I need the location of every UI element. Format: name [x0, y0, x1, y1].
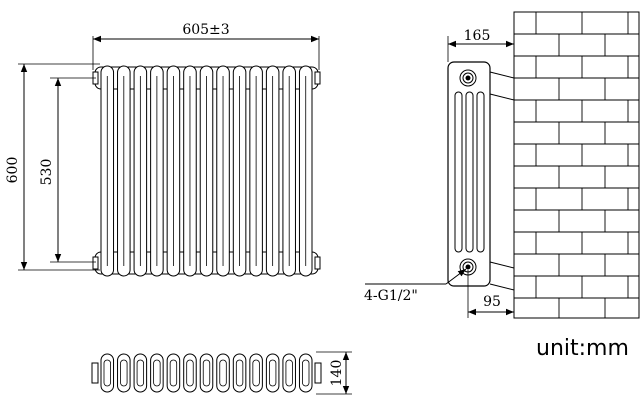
bottom-depth-dimension: 140	[329, 360, 345, 387]
top-view-loop-inner	[285, 359, 293, 387]
brick-wall	[513, 11, 640, 319]
top-port-inner	[462, 72, 474, 84]
top-view-left-plug	[91, 362, 99, 384]
left-bottom-plug	[92, 256, 99, 270]
top-view-loop-inner	[252, 359, 260, 387]
right-top-plug	[314, 71, 321, 85]
top-view-loop-inner	[186, 359, 194, 387]
front-columns	[92, 65, 321, 277]
top-bracket	[489, 71, 515, 101]
side-tube-1	[454, 91, 463, 253]
radiator-side-body	[447, 61, 491, 287]
top-port-outer	[459, 69, 477, 87]
top-view-loop-inner	[302, 359, 310, 387]
side-tube-3	[476, 91, 485, 253]
bottom-bracket	[489, 261, 515, 291]
top-view-loop-inner	[153, 359, 161, 387]
top-port-center	[465, 75, 471, 81]
top-view-loop-inner	[136, 359, 145, 387]
top-view-loop-inner	[120, 359, 128, 387]
top-view-loop-inner	[103, 359, 111, 387]
top-view-loop-inner	[235, 359, 244, 387]
top-view-loop-inner	[169, 359, 178, 387]
height-dimension: 600	[5, 157, 21, 184]
unit-label: unit:mm	[536, 336, 629, 361]
bottom-port-center	[465, 264, 471, 270]
connection-leader-arrow	[445, 268, 467, 285]
top-view-loop-inner	[202, 359, 211, 387]
top-loops	[91, 353, 322, 393]
depth-dimension: 165	[464, 28, 491, 44]
connection-label: 4-G1/2"	[364, 288, 418, 304]
right-bottom-plug	[314, 256, 321, 270]
side-tube-2	[465, 91, 474, 253]
front-view: 605±3 600 530	[5, 22, 321, 277]
top-view-right-plug	[314, 362, 322, 384]
side-view: 165 95 4-G1/2"	[364, 11, 640, 319]
top-view-loop-inner	[219, 359, 227, 387]
top-view-loop-inner	[268, 359, 277, 387]
wall-offset-dimension: 95	[483, 294, 501, 310]
top-view: 140	[91, 351, 352, 395]
width-dimension: 605±3	[182, 22, 229, 38]
center-distance-dimension: 530	[39, 159, 55, 186]
brick-pattern	[514, 12, 639, 318]
